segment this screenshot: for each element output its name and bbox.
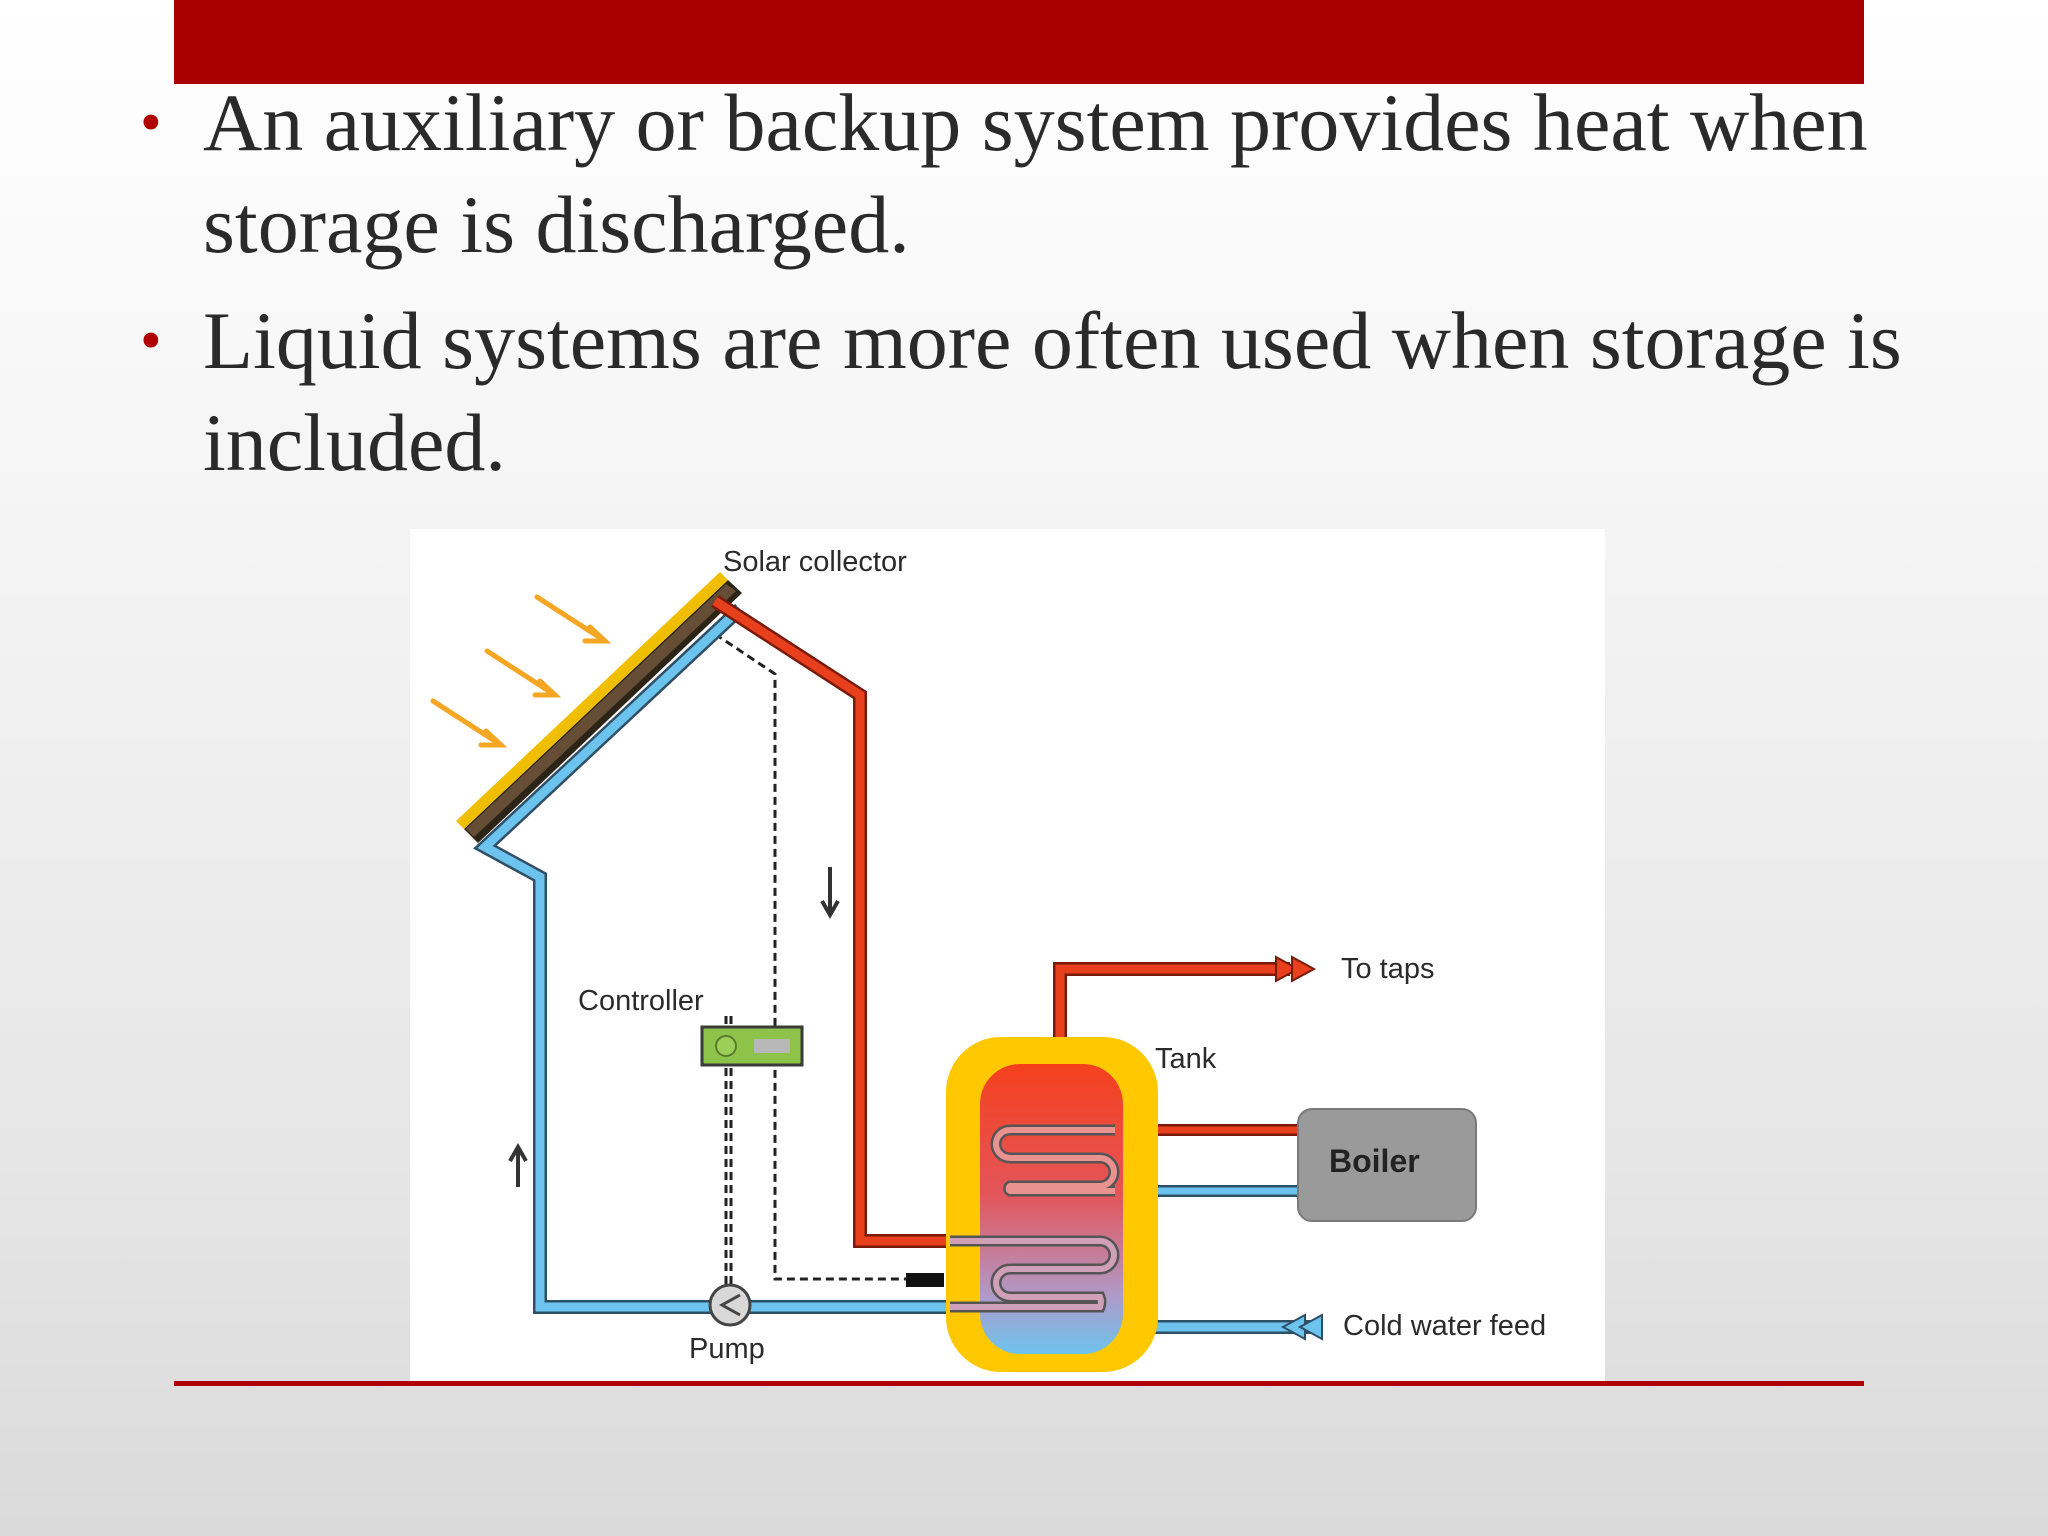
- pump-icon: [708, 1283, 752, 1327]
- temperature-sensor: [906, 1273, 944, 1287]
- solar-collector-label: Solar collector: [723, 546, 907, 578]
- boiler-label: Boiler: [1329, 1143, 1420, 1179]
- solar-collector-panel: [456, 572, 742, 843]
- pump-label: Pump: [689, 1333, 765, 1365]
- controller-label: Controller: [578, 985, 704, 1017]
- bullet-text: An auxiliary or backup system provides h…: [203, 77, 1868, 270]
- to-taps-label: To taps: [1341, 953, 1435, 985]
- sensor-wire: [714, 632, 910, 1290]
- bullet-dot-icon: •: [140, 89, 162, 157]
- flow-up-arrow-icon: [508, 1142, 528, 1187]
- title-bar: [174, 0, 1864, 84]
- bullet-item: • An auxiliary or backup system provides…: [140, 72, 1960, 276]
- bullet-dot-icon: •: [140, 307, 162, 375]
- flow-down-arrow-icon: [820, 867, 840, 920]
- boiler-box: [1297, 1108, 1477, 1222]
- cold-water-feed-label: Cold water feed: [1343, 1310, 1546, 1342]
- cold-feed-arrow-icon: [1280, 1313, 1323, 1341]
- solar-heating-diagram: Solar collector Controller Tank To taps …: [410, 529, 1605, 1383]
- bottom-divider: [174, 1381, 1864, 1386]
- tank-label: Tank: [1155, 1043, 1217, 1075]
- bullet-text: Liquid systems are more often used when …: [203, 295, 1902, 488]
- bullet-list: • An auxiliary or backup system provides…: [140, 72, 1960, 508]
- sun-rays-icon: [430, 594, 612, 748]
- bullet-item: • Liquid systems are more often used whe…: [140, 290, 1960, 494]
- storage-tank: [946, 1037, 1158, 1372]
- to-taps-arrow-icon: [1275, 955, 1317, 983]
- controller-box: [700, 1025, 804, 1067]
- diagram-canvas: Solar collector Controller Tank To taps …: [430, 546, 1546, 1372]
